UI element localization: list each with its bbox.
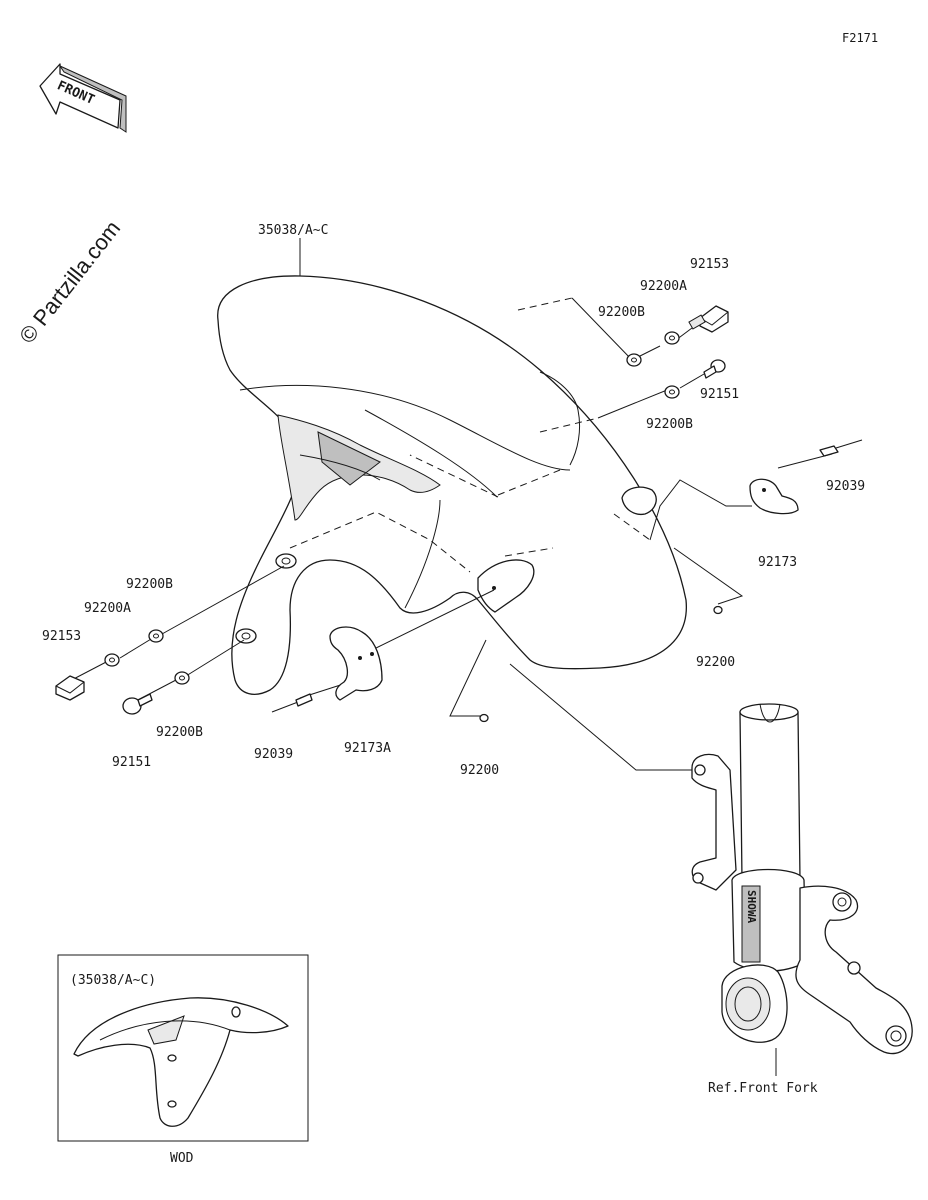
inset-footer: WOD [170,1151,194,1166]
leader-i [509,663,696,771]
leader-f [185,639,245,677]
label-fork-ref: Ref.Front Fork [708,1081,818,1096]
washer-92200b-left-top [148,629,164,643]
leader-g [371,589,495,651]
leader-h [449,639,487,717]
assembly-line-6 [613,513,651,541]
screw-92153-right [688,305,729,333]
clip-92039-left [271,693,313,713]
label-clamp-left: 92173A [344,741,391,756]
washer-92200a-left [104,653,120,667]
bolt-92151-right [703,359,726,379]
label-screw-left: 92153 [42,629,81,644]
washer-92200-center [479,713,489,723]
label-clamp-right: 92173 [758,555,797,570]
assembly-line-4 [517,297,573,311]
front-direction-arrow: FRONT [39,63,127,133]
figure-code: F2171 [842,31,878,45]
leader-b [597,387,673,419]
washer-92200a-right [664,331,680,345]
assembly-line-7 [504,547,554,557]
leader-m [777,453,833,469]
assembly-line-2 [289,511,471,573]
label-washer-a-right: 92200A [640,279,687,294]
leader-c [649,479,752,541]
label-washer-b-left-top: 92200B [126,577,173,592]
leader-e [161,565,285,635]
leader-d [673,547,744,605]
front-fork: SHOWA [691,703,913,1076]
label-clip-right: 92039 [826,479,865,494]
assembly-line-1 [409,454,499,498]
label-bolt-left: 92151 [112,755,151,770]
variant-inset: (35038/A~C) WOD [57,954,309,1166]
washer-92200b-right-top [626,353,642,367]
label-washer-center: 92200 [460,763,499,778]
label-clip-left: 92039 [254,747,293,762]
leader-a [571,297,633,361]
leader-l [679,373,705,389]
washer-92200b-right-bottom [664,385,680,399]
washer-92200-right [713,605,723,615]
clip-92039-right [819,439,863,457]
fork-logo: SHOWA [745,890,758,923]
label-washer-b-right-bottom: 92200B [646,417,693,432]
label-fender: 35038/A~C [258,223,328,238]
label-bolt-right: 92151 [700,387,739,402]
label-washer-right: 92200 [696,655,735,670]
label-washer-a-left: 92200A [84,601,131,616]
partzilla-watermark: © Partzilla.com [14,216,125,348]
bolt-92151-left [122,693,153,715]
washer-92200b-left-bottom [174,671,190,685]
fork-logo-panel [741,885,761,963]
inset-caption: (35038/A~C) [70,973,156,988]
label-screw-right: 92153 [690,257,729,272]
front-fender [217,275,687,695]
assembly-line-5 [539,417,599,433]
label-washer-b-right-top: 92200B [598,305,645,320]
clamp-92173-right [749,478,799,515]
screw-92153-left [55,675,85,701]
label-washer-b-left-bottom: 92200B [156,725,203,740]
clamp-92173a-left [329,626,383,701]
